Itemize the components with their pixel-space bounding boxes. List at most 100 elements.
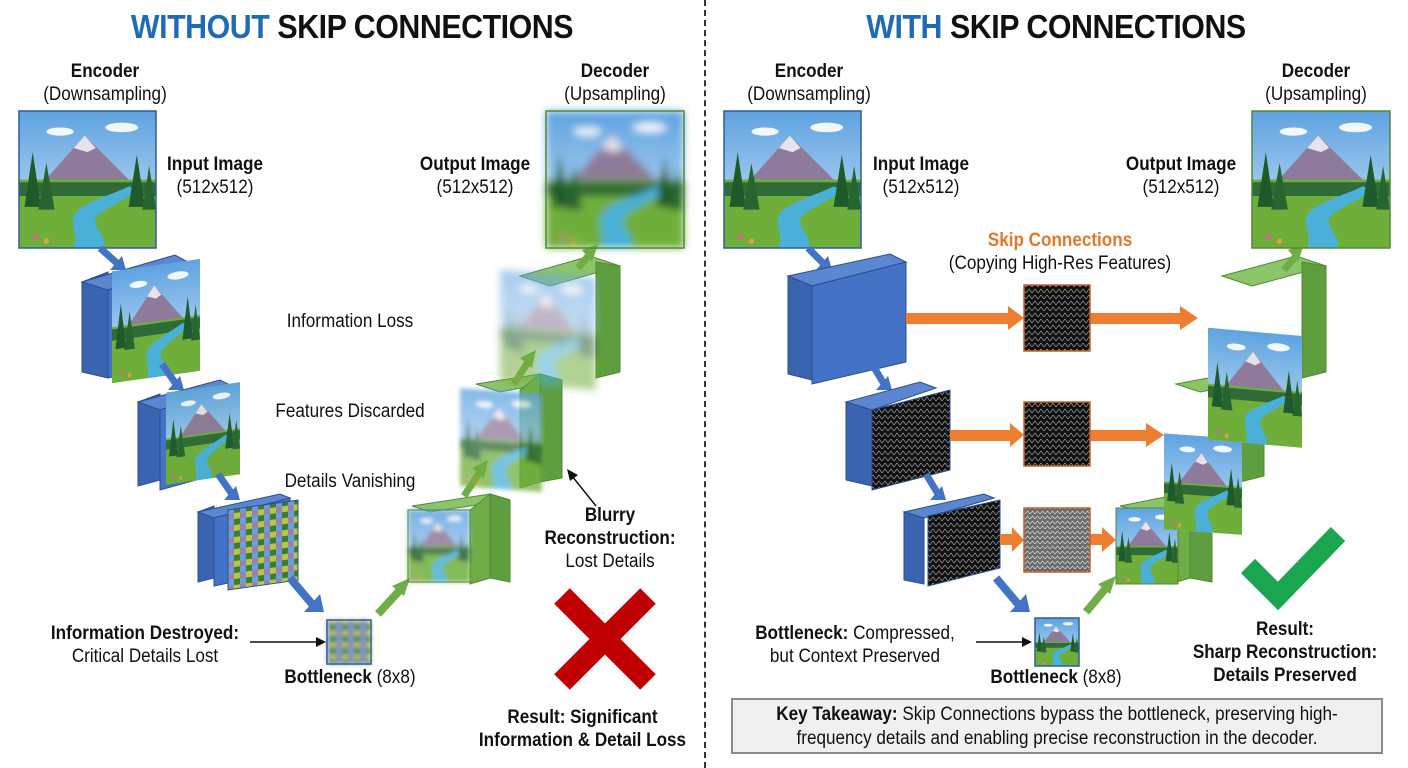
left-input-label: Input Image (512x512) xyxy=(157,153,274,199)
right-title-accent: WITH xyxy=(866,8,943,45)
right-input-label: Input Image (512x512) xyxy=(863,153,980,199)
right-decoder-block-3 xyxy=(1208,255,1328,448)
left-up-arrow-1 xyxy=(375,578,410,617)
left-bottleneck-bold: Bottleneck xyxy=(284,667,372,688)
left-output-label: Output Image (512x512) xyxy=(417,153,534,199)
right-decoder-label: Decoder (Upsampling) xyxy=(1235,60,1397,106)
right-encoder-subtitle: (Downsampling) xyxy=(747,84,871,105)
left-encoder-block-3 xyxy=(196,493,299,591)
left-output-size: (512x512) xyxy=(436,177,514,198)
right-encoder-block-3 xyxy=(902,493,1001,587)
blurry-title-2: Reconstruction: xyxy=(544,528,676,549)
left-title-rest: SKIP CONNECTIONS xyxy=(269,8,574,45)
left-decoder-block-1 xyxy=(407,492,511,585)
right-result-line-2: Sharp Reconstruction: xyxy=(1192,642,1378,663)
skip-feature-map-3 xyxy=(1023,507,1091,573)
details-vanishing-label: Details Vanishing xyxy=(284,471,416,492)
info-destroyed-subtitle: Critical Details Lost xyxy=(71,646,219,667)
right-bottleneck-image xyxy=(1034,617,1080,667)
left-encoder-block-1 xyxy=(80,254,200,384)
left-down-arrow-3 xyxy=(215,471,240,500)
cross-icon xyxy=(554,588,656,690)
blurry-reconstruction-label: Blurry Reconstruction: Lost Details xyxy=(534,504,687,573)
right-encoder-label: Encoder (Downsampling) xyxy=(733,60,886,106)
skip-connections-title: Skip Connections xyxy=(987,230,1133,251)
right-input-title: Input Image xyxy=(873,154,969,175)
key-takeaway-box: Key Takeaway: Skip Connections bypass th… xyxy=(731,698,1383,754)
right-result-line-3: Details Preserved xyxy=(1213,665,1357,686)
left-destroyed-pointer-arrow xyxy=(250,637,326,647)
left-result-line-1: Result: Significant xyxy=(507,707,658,728)
left-bottleneck-size: (8x8) xyxy=(371,667,416,688)
left-input-title: Input Image xyxy=(167,154,263,175)
right-result-line-1: Result: xyxy=(1256,619,1314,640)
panel-divider xyxy=(704,0,706,768)
info-destroyed-label: Information Destroyed: Critical Details … xyxy=(42,622,249,668)
right-output-image xyxy=(1251,110,1391,249)
skip-connections-subtitle: (Copying High-Res Features) xyxy=(948,253,1172,274)
right-title-rest: SKIP CONNECTIONS xyxy=(942,8,1246,45)
bottleneck-note-rest: Compressed, xyxy=(848,623,955,644)
right-decoder-title: Decoder xyxy=(1281,61,1351,82)
left-title: WITHOUT SKIP CONNECTIONS xyxy=(65,8,639,46)
blurry-title-1: Blurry xyxy=(584,505,636,526)
features-discarded-label: Features Discarded xyxy=(275,401,425,422)
right-down-arrow-1 xyxy=(805,245,832,270)
skip-arrow-3 xyxy=(1000,527,1116,552)
skip-feature-map-1 xyxy=(1023,284,1091,352)
right-input-image xyxy=(723,110,862,249)
right-bottleneck-bold: Bottleneck xyxy=(990,667,1078,688)
left-encoder-block-2 xyxy=(136,379,240,491)
skip-connections-label: Skip Connections (Copying High-Res Featu… xyxy=(934,229,1186,275)
left-encoder-title: Encoder xyxy=(70,61,140,82)
skip-arrow-2 xyxy=(950,423,1164,447)
left-encoder-label: Encoder (Downsampling) xyxy=(29,60,182,106)
left-decoder-block-3 xyxy=(500,255,622,391)
left-encoder-subtitle: (Downsampling) xyxy=(43,84,167,105)
blurry-subtitle: Lost Details xyxy=(565,551,655,572)
left-input-size: (512x512) xyxy=(176,177,254,198)
skip-arrow-1 xyxy=(906,306,1198,330)
left-bottleneck-label: Bottleneck (8x8) xyxy=(269,666,431,689)
skip-feature-map-2 xyxy=(1023,401,1091,467)
bottleneck-note-bold: Bottleneck: xyxy=(755,623,849,644)
key-takeaway-line-1: Skip Connections bypass the bottleneck, … xyxy=(897,704,1338,725)
right-output-title: Output Image xyxy=(1125,154,1237,175)
right-decoder-subtitle: (Upsampling) xyxy=(1265,84,1367,105)
left-bottleneck-image xyxy=(326,619,372,665)
right-output-size: (512x512) xyxy=(1142,177,1220,198)
left-result-line-2: Information & Detail Loss xyxy=(478,730,687,751)
left-down-arrow-2 xyxy=(159,361,184,390)
key-takeaway-line-2: frequency details and enabling precise r… xyxy=(796,728,1318,749)
right-bottleneck-pointer-arrow xyxy=(976,637,1032,647)
right-result-label: Result: Sharp Reconstruction: Details Pr… xyxy=(1186,618,1384,687)
right-title: WITH SKIP CONNECTIONS xyxy=(769,8,1343,46)
right-encoder-title: Encoder xyxy=(774,61,844,82)
left-output-title: Output Image xyxy=(419,154,531,175)
left-decoder-title: Decoder xyxy=(580,61,650,82)
right-down-arrow-3 xyxy=(922,472,946,500)
bottleneck-note-line-2: but Context Preserved xyxy=(769,646,941,667)
right-encoder-block-2 xyxy=(844,381,951,491)
left-result-label: Result: Significant Information & Detail… xyxy=(472,706,693,752)
right-down-arrow-4 xyxy=(992,575,1030,612)
left-blurry-pointer-arrow xyxy=(567,469,597,507)
left-output-image xyxy=(545,110,685,249)
right-encoder-block-1 xyxy=(786,253,908,385)
left-input-image xyxy=(18,110,157,249)
right-output-label: Output Image (512x512) xyxy=(1123,153,1240,199)
right-input-size: (512x512) xyxy=(882,177,960,198)
right-up-arrow-1 xyxy=(1082,576,1116,615)
left-down-arrow-4 xyxy=(286,575,324,612)
right-bottleneck-note: Bottleneck: Compressed, but Context Pres… xyxy=(752,622,959,668)
left-title-accent: WITHOUT xyxy=(130,8,270,45)
left-decoder-label: Decoder (Upsampling) xyxy=(534,60,696,106)
info-loss-label: Information Loss xyxy=(286,311,414,332)
left-decoder-block-2 xyxy=(460,372,563,492)
right-down-arrow-2 xyxy=(868,362,892,390)
left-down-arrow-1 xyxy=(97,245,126,270)
right-bottleneck-label: Bottleneck (8x8) xyxy=(975,666,1137,689)
info-destroyed-title: Information Destroyed: xyxy=(50,623,240,644)
left-decoder-subtitle: (Upsampling) xyxy=(564,84,666,105)
